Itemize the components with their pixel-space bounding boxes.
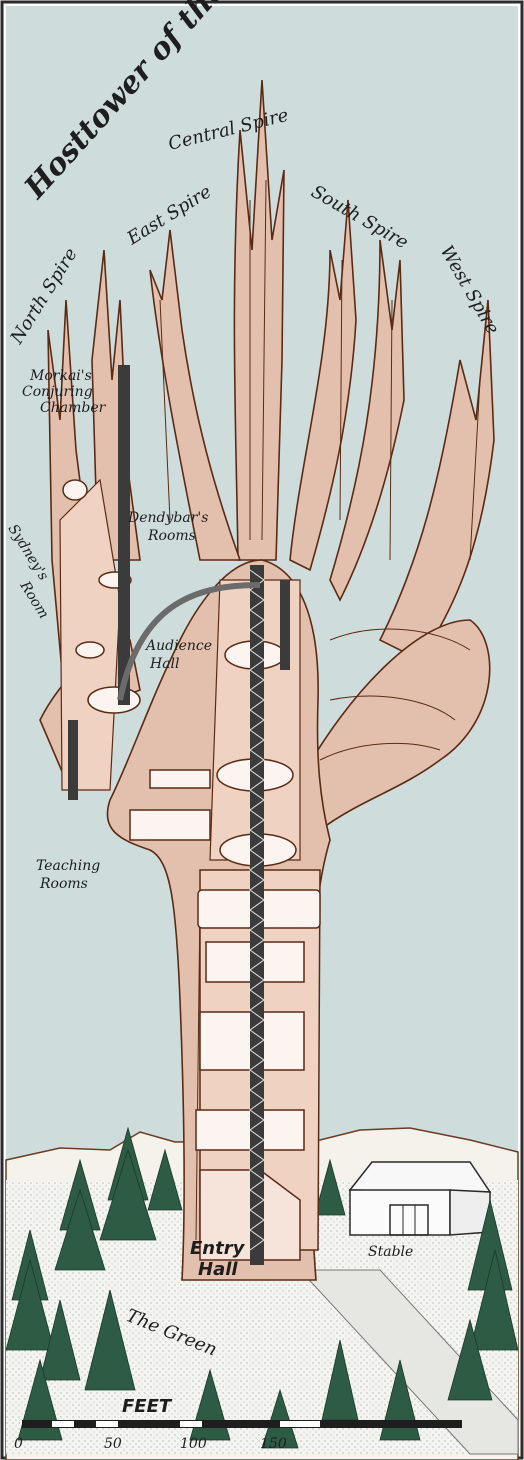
label-entry-1: Entry — [190, 1238, 246, 1259]
label-morkai-2: Conjuring — [22, 384, 93, 400]
label-dendybar-1: Dendybar's — [127, 510, 208, 526]
scale-tick-100: 100 — [180, 1436, 207, 1452]
scale-tick-0: 0 — [14, 1436, 23, 1452]
scale-tick-150: 150 — [260, 1436, 287, 1452]
arched-bridge — [117, 582, 261, 701]
label-audience-2: Hall — [149, 656, 180, 672]
scale-unit: FEET — [122, 1396, 173, 1417]
scale-tick-50: 50 — [104, 1436, 122, 1452]
label-morkai-1: Morkai's — [29, 368, 92, 384]
label-morkai-3: Chamber — [40, 400, 107, 416]
central-staircase — [68, 365, 290, 1265]
label-stable: Stable — [368, 1244, 413, 1260]
stable-building — [348, 1161, 492, 1236]
label-teaching-2: Rooms — [39, 876, 88, 892]
label-dendybar-2: Rooms — [147, 528, 196, 544]
scale-bar: FEET 0 50 100 150 — [14, 1396, 462, 1452]
label-entry-2: Hall — [198, 1259, 238, 1280]
label-teaching-1: Teaching — [36, 858, 100, 874]
label-audience-1: Audience — [144, 638, 212, 654]
